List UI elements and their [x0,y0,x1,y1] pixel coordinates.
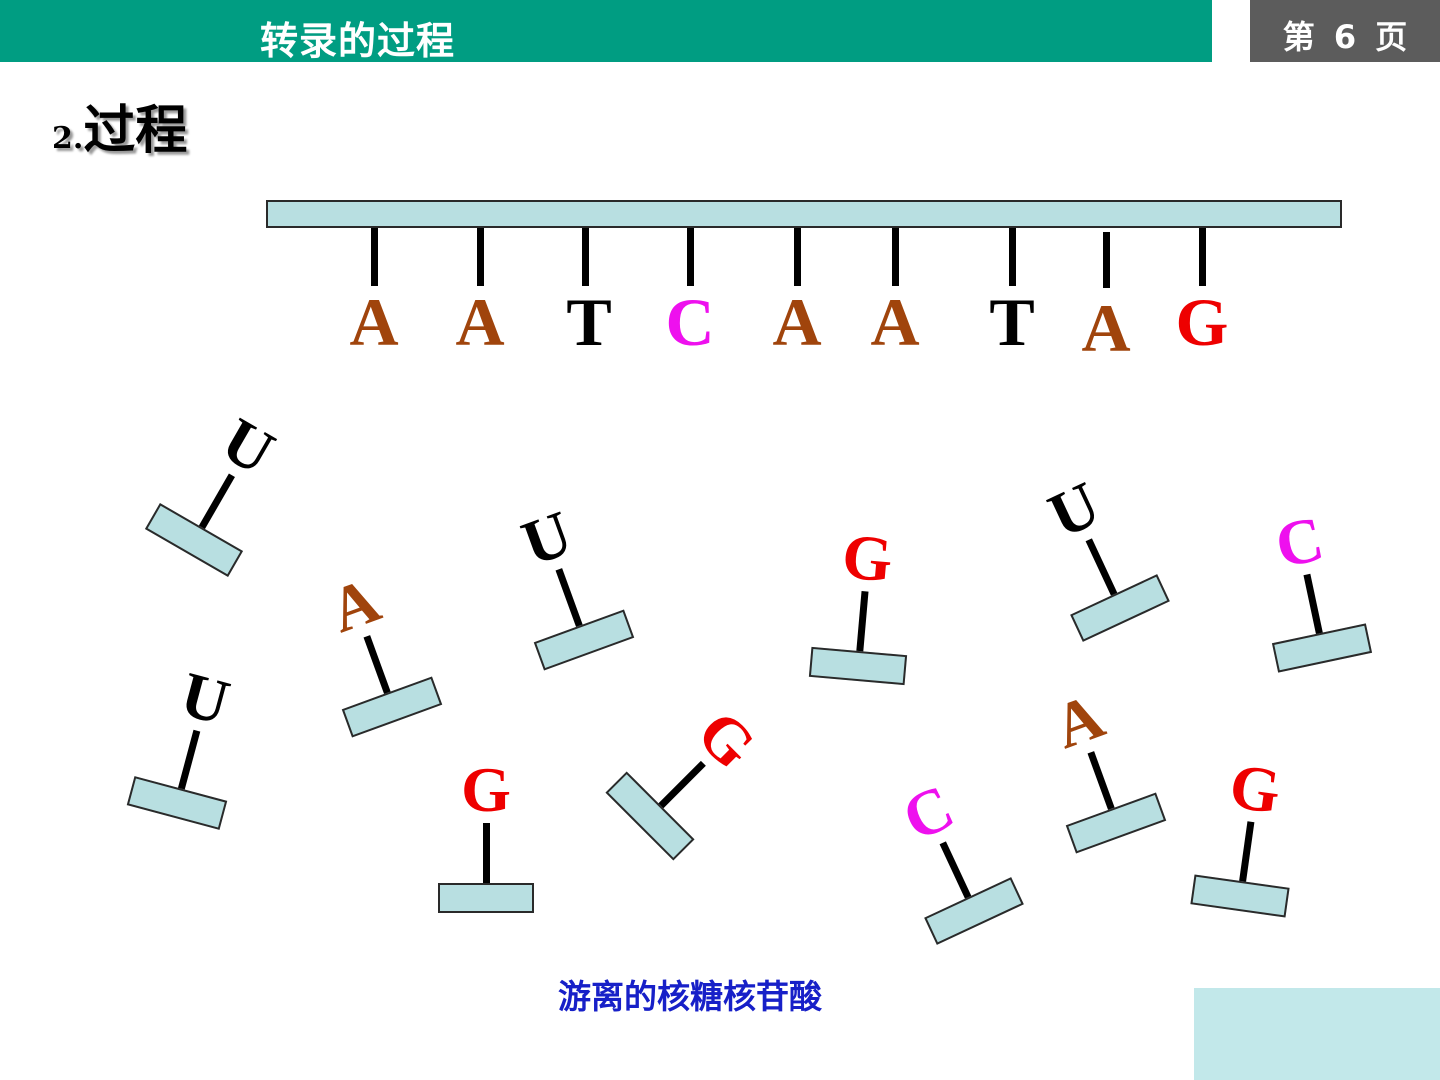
nucleotide-stem [363,635,391,694]
page-title: 转录的过程 [260,19,456,63]
nucleotide-stem [483,823,490,883]
free-base-U: U [210,403,287,489]
nucleotide-stem [555,568,583,627]
free-base-C: C [1269,502,1330,582]
free-base-G: G [461,754,511,825]
strand-stick [1199,228,1206,286]
nucleotide-stem [1303,573,1323,634]
strand-base-A: A [1081,290,1131,366]
section-title: 过程 [83,100,188,161]
free-base-U: U [513,496,581,580]
nucleotide-stem [1087,751,1115,810]
free-base-G: G [839,520,896,596]
strand-base-A: A [870,284,920,360]
free-base-C: C [892,770,965,855]
free-base-A: A [1045,679,1113,763]
free-base-G: G [1225,749,1285,828]
free-base-U: U [1038,467,1111,552]
corner-decoration [1194,988,1440,1080]
section-number: 2. [52,121,84,156]
strand-base-T: T [566,284,612,360]
caption: 游离的核糖核苷酸 [558,977,822,1016]
nucleotide-stem [658,760,706,809]
ribose-block [438,883,534,913]
nucleotide-stem [1085,538,1118,596]
strand-base-C: C [665,284,715,360]
page-number: 第 6 页 [1282,18,1408,56]
ribose-block [1065,792,1167,854]
section-heading: 2.过程 [52,88,187,163]
strand-base-A: A [455,284,505,360]
strand-stick [1103,232,1110,288]
ribose-block [144,503,244,577]
nucleotide-stem [856,591,869,652]
strand-stick [687,228,694,286]
ribose-block [924,877,1024,945]
ribose-block [341,676,443,738]
strand-base-G: G [1175,284,1229,360]
strand-base-T: T [989,284,1035,360]
strand-stick [1009,228,1016,286]
strand-stick [794,228,801,286]
strand-base-A: A [349,284,399,360]
strand-stick [371,228,378,286]
header-bar: 转录的过程 [0,0,1212,63]
ribose-block [126,776,228,830]
ribose-block [533,609,635,671]
nucleotide-stem [177,729,201,790]
strand-base-A: A [772,284,822,360]
nucleotide-stem [1239,821,1255,882]
page-number-box: 第 6 页 [1250,0,1440,62]
dna-template-strand [266,200,1342,228]
strand-stick [477,228,484,286]
strand-stick [582,228,589,286]
ribose-block [808,646,908,686]
free-base-U: U [173,657,237,739]
nucleotide-stem [939,841,972,899]
strand-stick [892,228,899,286]
ribose-block [1070,574,1170,642]
nucleotide-stem [198,473,235,530]
free-base-A: A [321,563,389,647]
